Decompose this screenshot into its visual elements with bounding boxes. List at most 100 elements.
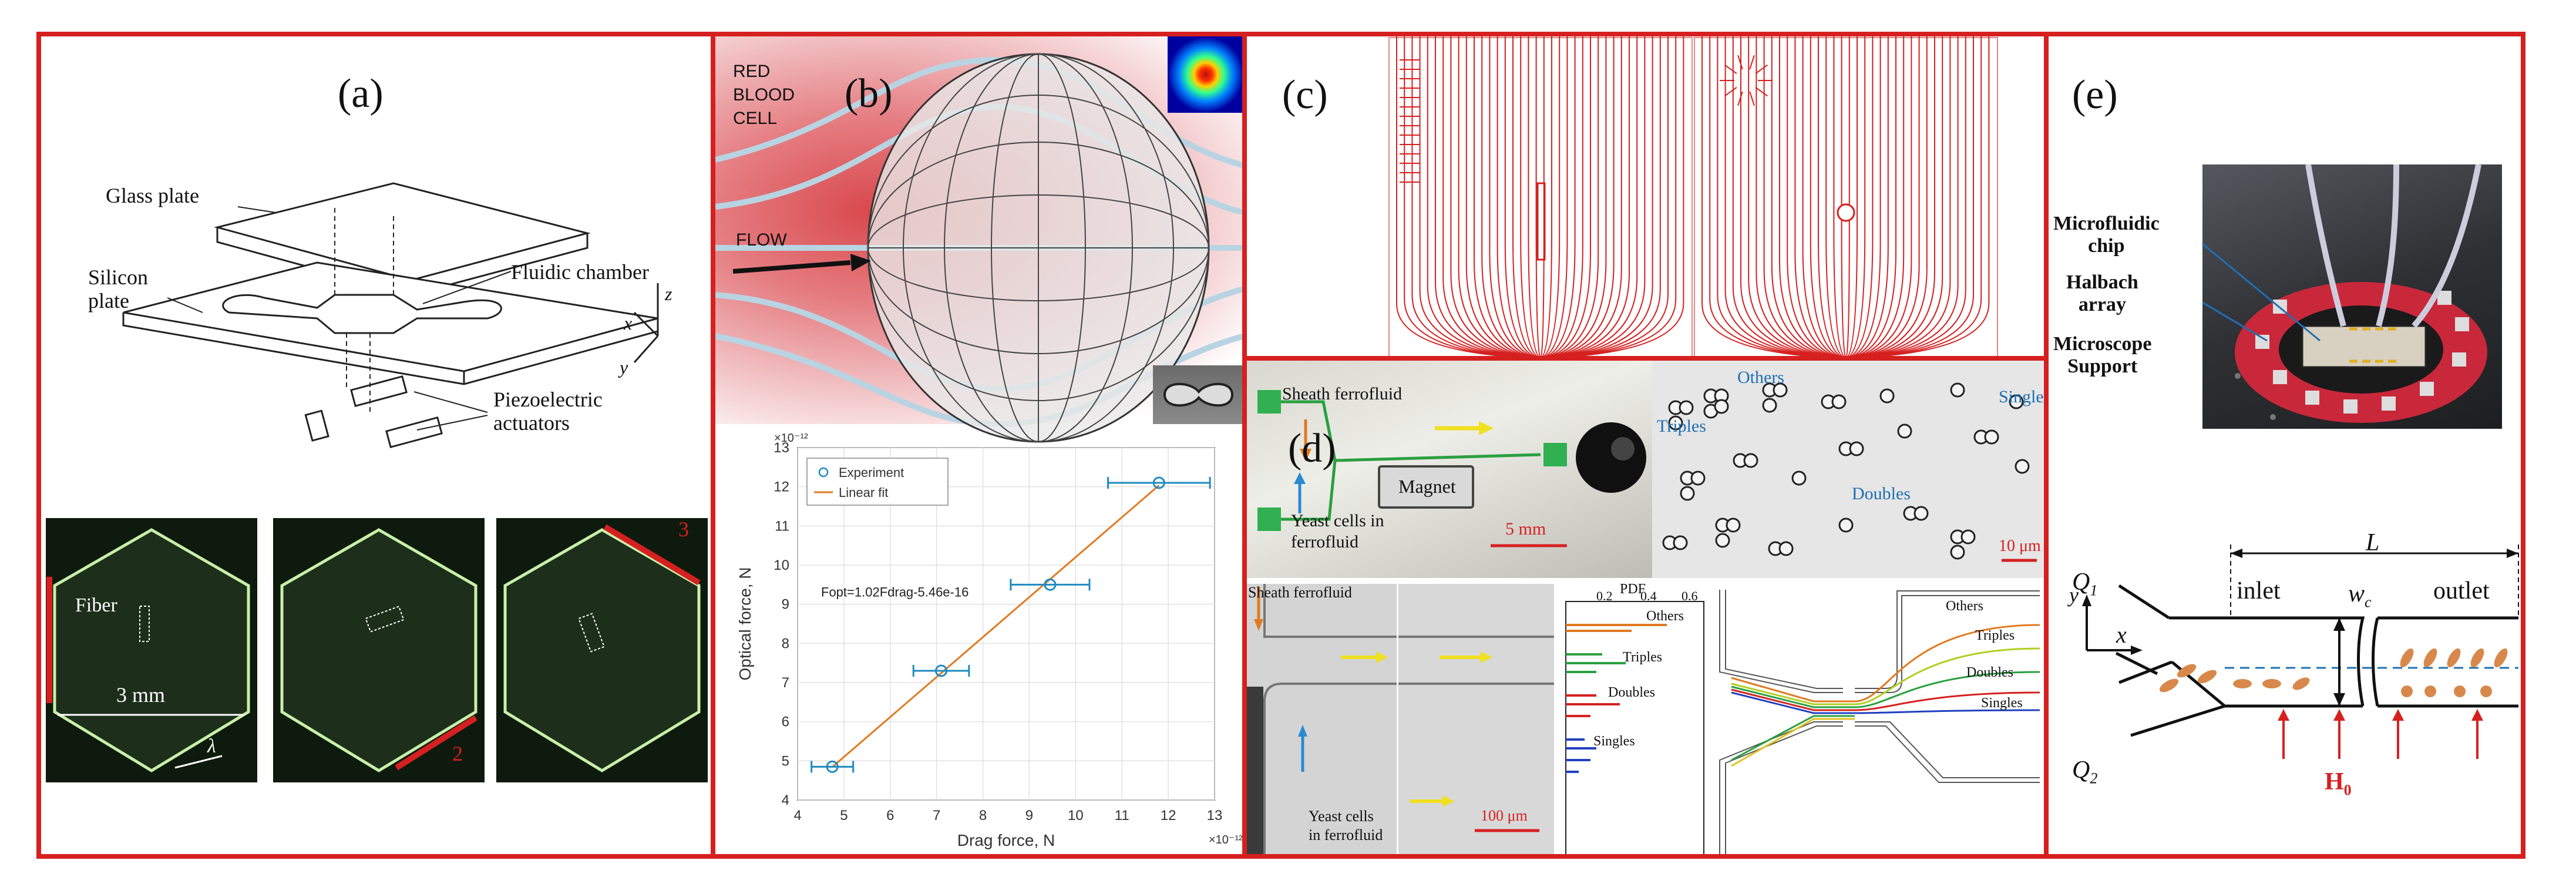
- legend-box: [806, 458, 949, 506]
- streamline: [1404, 36, 1511, 356]
- panel-e: (e) Microfluidic chip Halbach array Mi: [2044, 32, 2525, 859]
- streamline: [1877, 36, 1990, 356]
- streamline: [1779, 36, 1834, 356]
- scale-5mm-label: 5 mm: [1505, 519, 1546, 539]
- yeast-cell: [1673, 535, 1688, 550]
- streamline: [1442, 36, 1522, 356]
- singles-label-3: Singles: [1981, 695, 2023, 711]
- h0-sub: 0: [2343, 781, 2352, 799]
- streamline: [1709, 36, 1817, 356]
- streamline: [1552, 36, 1607, 356]
- x-exponent-label: ×10⁻¹²: [1209, 833, 1243, 846]
- streamline: [1572, 36, 1684, 356]
- cell-micrograph: Others Singles Triples Doubles 10 μm: [1652, 361, 2045, 578]
- pdf-tick-3: 0.6: [1682, 589, 1698, 603]
- cell-image-inset: [1153, 365, 1243, 424]
- microfluidic-chip-label: Microfluidic chip: [2053, 213, 2160, 257]
- streamline-plot-right: [1694, 36, 1998, 356]
- fiber-label: Fiber: [75, 594, 117, 616]
- streamline: [1861, 36, 1928, 356]
- magnet-label: Magnet: [1398, 476, 1456, 497]
- h0-text: H: [2325, 768, 2344, 795]
- yeast-cell: [1950, 545, 1965, 560]
- plot-area: [797, 447, 1215, 801]
- yeast-cell: [1960, 529, 1976, 545]
- panel-c: (c): [1242, 32, 2050, 361]
- flow-label: FLOW: [736, 230, 787, 250]
- streamline: [1481, 36, 1531, 356]
- others-label: Others: [1737, 368, 1784, 387]
- streamline: [1512, 36, 1536, 356]
- y-tick-label: 5: [782, 753, 789, 769]
- streamline: [1771, 36, 1833, 356]
- beam-profile-inset: [1168, 36, 1243, 113]
- device-photo: Sheath ferrofluid (d) Magnet Yeast cells…: [1247, 361, 1652, 578]
- q1-text: Q: [2072, 569, 2090, 596]
- streamline: [1565, 36, 1661, 356]
- streamline: [1701, 36, 1814, 356]
- yeast-cell: [1743, 453, 1758, 468]
- length-L-label: L: [2366, 529, 2380, 556]
- streamline: [1875, 36, 1982, 356]
- yeast-cell: [1668, 415, 1683, 431]
- y-tick-label: 10: [774, 557, 789, 573]
- x-tick-label: 13: [1207, 808, 1223, 824]
- streamline: [1818, 36, 1842, 356]
- wc-text: w: [2348, 580, 2365, 607]
- yeast-cell: [1913, 506, 1929, 521]
- x-axis-label: Drag force, N: [957, 831, 1055, 849]
- y-exponent-label: ×10⁻¹²: [774, 432, 808, 445]
- force-arrow: [1749, 91, 1755, 106]
- panel-d: Sheath ferrofluid (d) Magnet Yeast cells…: [1242, 356, 2050, 859]
- yeast-cell: [1773, 382, 1788, 398]
- streamline: [1504, 36, 1535, 356]
- streamline-plot-left: [1388, 36, 1693, 356]
- q1-sub: 1: [2090, 582, 2098, 599]
- scale-10um-label: 10 μm: [1999, 537, 2041, 555]
- halbach-array-label: Halbach array: [2066, 271, 2138, 315]
- streamline: [1396, 36, 1509, 356]
- panel-d-label: (d): [1288, 426, 1336, 471]
- y-tick-label: 11: [775, 518, 789, 534]
- x-tick-label: 9: [1025, 808, 1033, 824]
- y-tick-label: 8: [782, 636, 789, 651]
- yeast-cell: [1715, 533, 1730, 548]
- triples-label-2: Triples: [1623, 650, 1663, 665]
- streamline: [1520, 36, 1538, 356]
- setup-photo: [2202, 164, 2502, 429]
- streamline: [1748, 36, 1827, 356]
- doubles-label: Doubles: [1852, 484, 1911, 503]
- force-arrow: [1755, 86, 1768, 97]
- lambda-label: λ: [207, 735, 216, 757]
- yeast-cell: [2009, 394, 2024, 409]
- doubles-label-2: Doubles: [1608, 685, 1655, 700]
- x-tick-label: 5: [840, 808, 848, 824]
- yeast-cell: [1897, 424, 1912, 439]
- h0-label: H0: [2325, 768, 2352, 799]
- panel-a: (a): [36, 32, 715, 859]
- yeast-cell: [1879, 388, 1895, 404]
- panel-a-label: (a): [338, 71, 384, 116]
- yeast-cell: [1984, 429, 1999, 445]
- micrograph-1: Fiber 3 mm λ: [46, 518, 257, 782]
- pdf-tick-1: 0.2: [1596, 589, 1613, 603]
- y-tick-label: 13: [774, 440, 789, 456]
- rbc-label: RED BLOOD CELL: [733, 62, 795, 128]
- streamline: [1555, 36, 1622, 356]
- streamline: [1559, 36, 1638, 356]
- silicon-plate-label: Silicon plate: [88, 265, 149, 312]
- streamline: [1794, 36, 1838, 356]
- triples-label: Triples: [1657, 416, 1706, 436]
- streamline: [1535, 36, 1541, 356]
- x-tick-label: 7: [933, 808, 940, 824]
- streamline: [1802, 36, 1839, 356]
- q2-label: Q2: [2072, 756, 2097, 787]
- device-schematic: [122, 182, 659, 449]
- yeast-cell: [1726, 517, 1741, 533]
- y-tick-label: 4: [782, 792, 789, 808]
- pdf-tick-2: 0.4: [1640, 589, 1657, 603]
- streamline: [1569, 36, 1677, 356]
- yeast-cells-label: Yeast cells in ferrofluid: [1291, 511, 1384, 552]
- panel-b-label: (b): [845, 71, 893, 116]
